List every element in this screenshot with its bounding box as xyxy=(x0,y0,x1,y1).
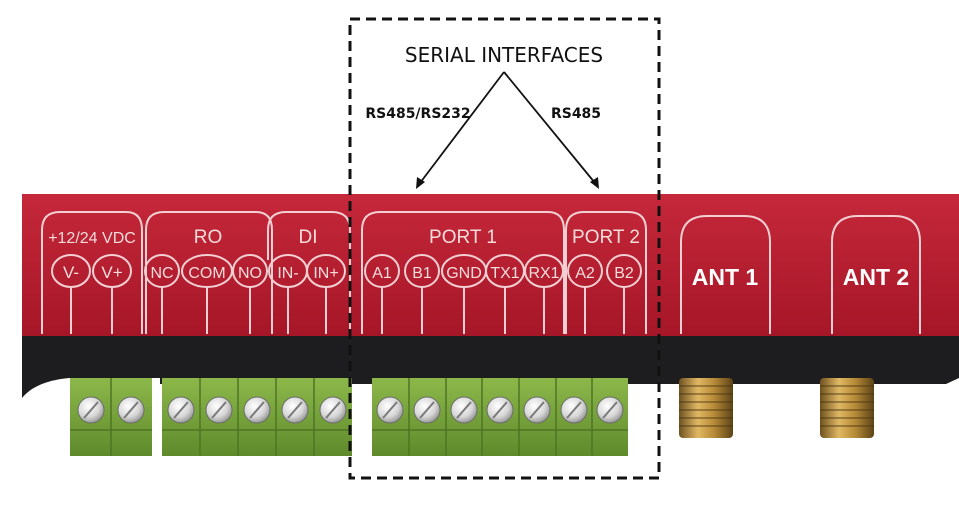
pin-label-gnd: GND xyxy=(446,265,482,282)
callout-left-label: RS485/RS232 xyxy=(365,106,470,122)
label-port2-group: PORT 2 xyxy=(572,227,640,248)
pin-label-a2: A2 xyxy=(575,265,595,282)
pin-label-no: NO xyxy=(238,265,262,282)
pin-label-in-plus: IN+ xyxy=(313,265,338,282)
label-relay-group: RO xyxy=(194,227,223,248)
pin-label-b1: B1 xyxy=(412,265,432,282)
label-ant1: ANT 1 xyxy=(692,264,759,290)
pin-label-v-plus: V+ xyxy=(101,263,122,282)
pin-label-rx1: RX1 xyxy=(528,265,559,282)
antenna-connector-1 xyxy=(679,378,733,438)
antenna-connector-2 xyxy=(820,378,874,438)
pin-label-com: COM xyxy=(188,265,225,282)
label-power-group: +12/24 VDC xyxy=(48,230,136,247)
label-ant2: ANT 2 xyxy=(843,264,909,290)
screw-slots xyxy=(83,401,618,419)
callout-arrows xyxy=(416,71,599,189)
pin-label-tx1: TX1 xyxy=(490,265,519,282)
pin-label-v-minus: V- xyxy=(63,263,79,282)
pin-label-in-minus: IN- xyxy=(277,265,298,282)
pin-label-a1: A1 xyxy=(372,265,392,282)
callout-title: SERIAL INTERFACES xyxy=(405,43,603,67)
label-port1-group: PORT 1 xyxy=(429,227,497,248)
pin-label-b2: B2 xyxy=(614,265,634,282)
pin-label-nc: NC xyxy=(150,265,173,282)
silkscreen-outlines xyxy=(41,211,921,334)
label-di-group: DI xyxy=(299,227,318,248)
callout-right-label: RS485 xyxy=(551,106,601,122)
